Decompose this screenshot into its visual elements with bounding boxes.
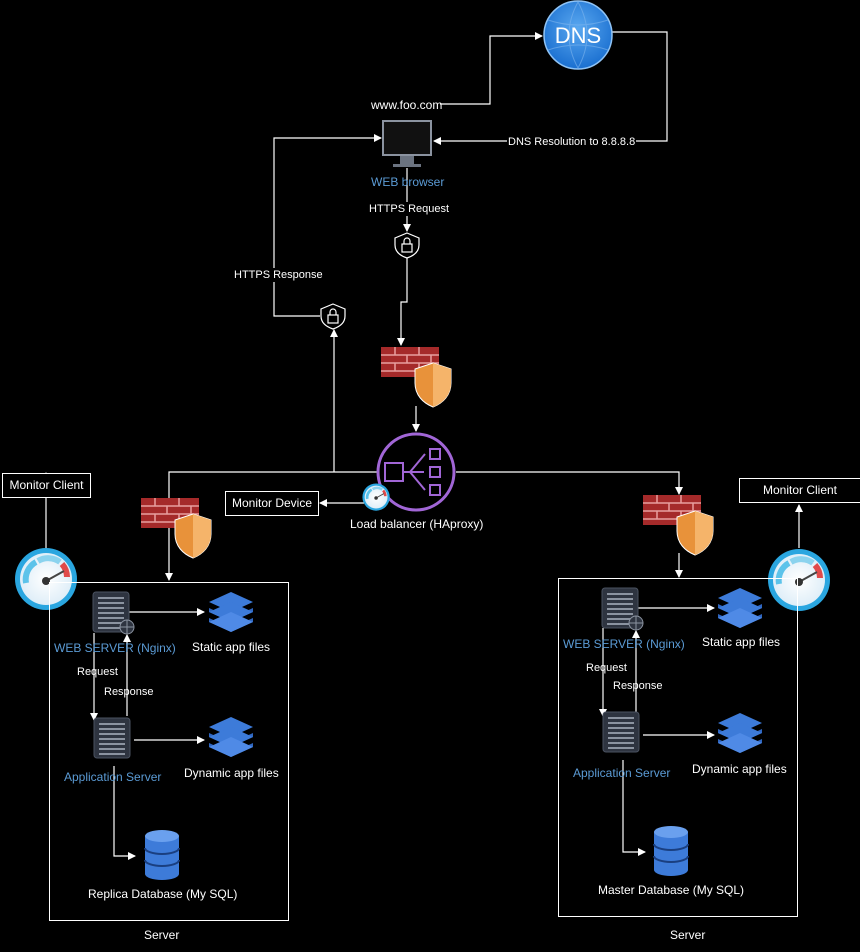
- request-label: Request: [77, 666, 118, 678]
- web-server-label: WEB SERVER (Nginx): [54, 641, 176, 655]
- edge-https-response: [273, 134, 382, 317]
- firewall-icon: [140, 497, 212, 559]
- right-server-frame: [558, 578, 798, 917]
- firewall-icon: [380, 346, 452, 408]
- monitor-icon: [382, 120, 432, 167]
- connectors: [42, 31, 803, 860]
- app-server-label: Application Server: [573, 766, 671, 780]
- edge-lb-to-left: [165, 471, 377, 581]
- dynamic-files-label: Dynamic app files: [692, 762, 787, 776]
- server-caption: Server: [144, 928, 180, 942]
- dns-resolution-label: DNS Resolution to 8.8.8.8: [507, 135, 637, 149]
- monitor-client-left: Monitor Client: [2, 473, 91, 498]
- database-label: Replica Database (My SQL): [88, 887, 238, 901]
- monitor-client-right: Monitor Client: [739, 478, 860, 503]
- static-files-label: Static app files: [702, 635, 781, 649]
- database-label: Master Database (My SQL): [598, 883, 745, 897]
- edge-lb-to-right: [456, 471, 683, 495]
- https-request-label: HTTPS Request: [368, 202, 451, 216]
- server-caption: Server: [670, 928, 706, 942]
- response-label: Response: [613, 680, 663, 692]
- web-server-label: WEB SERVER (Nginx): [563, 637, 685, 651]
- svg-text:DNS: DNS: [555, 23, 601, 48]
- static-files-label: Static app files: [192, 640, 271, 654]
- url-label: www.foo.com: [371, 98, 443, 112]
- load-balancer-icon: [376, 432, 456, 512]
- browser-label: WEB browser: [371, 175, 445, 189]
- lock-icon: [320, 303, 346, 330]
- lock-icon: [394, 232, 420, 259]
- globe-icon: [628, 615, 644, 631]
- dynamic-files-label: Dynamic app files: [184, 766, 279, 780]
- load-balancer-label: Load balancer (HAproxy): [350, 517, 484, 531]
- app-server-label: Application Server: [64, 770, 162, 784]
- dns-icon: DNS: [543, 0, 613, 70]
- https-response-label: HTTPS Response: [233, 268, 324, 282]
- request-label: Request: [586, 662, 627, 674]
- firewall-icon: [642, 494, 714, 556]
- monitor-device: Monitor Device: [225, 491, 319, 516]
- left-server-frame: [49, 582, 289, 921]
- edge-url-to-dns: [440, 32, 543, 105]
- small-gauge-icon: [361, 482, 392, 513]
- response-label: Response: [104, 686, 154, 698]
- globe-icon: [119, 619, 135, 635]
- edge-to-firewall: [397, 258, 408, 346]
